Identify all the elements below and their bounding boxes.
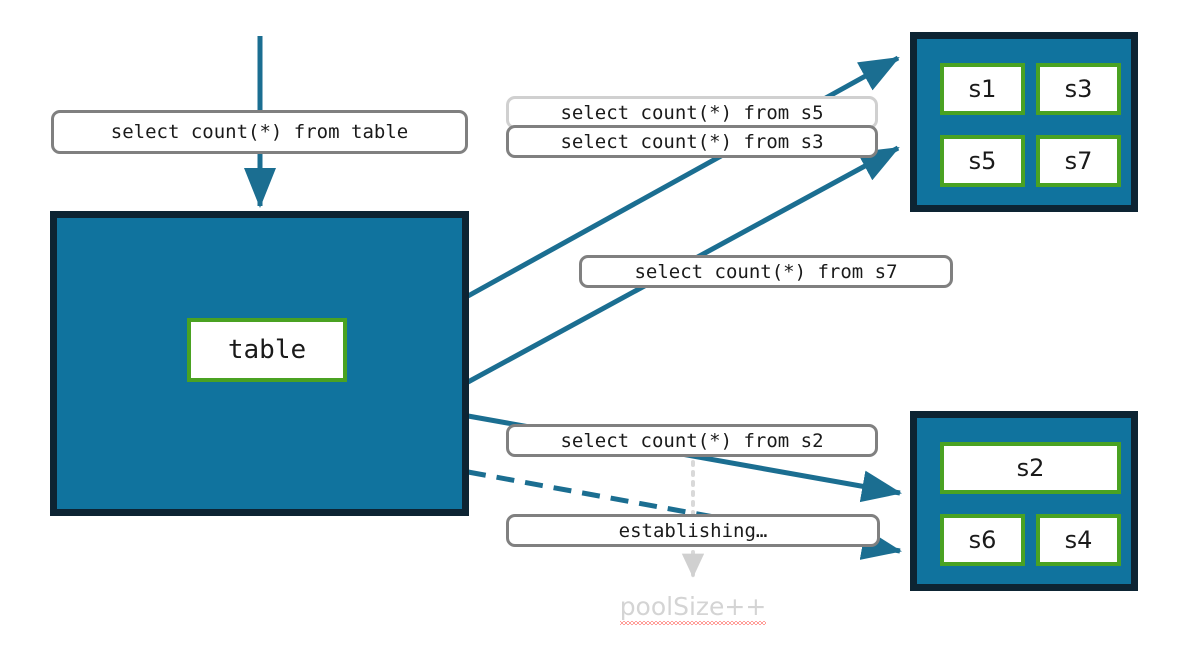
node-table[interactable]: table [187, 318, 347, 382]
annotation-poolsize: poolSize++ [600, 592, 786, 625]
label-table-query[interactable]: select count(*) from table [51, 110, 468, 154]
table-group-container: table [50, 211, 469, 516]
label-s7-query[interactable]: select count(*) from s7 [579, 255, 953, 288]
label-s3-query[interactable]: select count(*) from s3 [506, 125, 878, 158]
node-s3[interactable]: s3 [1036, 63, 1121, 115]
node-s7[interactable]: s7 [1036, 135, 1121, 187]
servers-top-container: s1 s3 s5 s7 [910, 32, 1138, 212]
node-s6[interactable]: s6 [940, 514, 1025, 566]
label-s2-query[interactable]: select count(*) from s2 [506, 424, 878, 457]
node-s5[interactable]: s5 [940, 135, 1025, 187]
node-s2[interactable]: s2 [940, 442, 1121, 494]
node-s4[interactable]: s4 [1036, 514, 1121, 566]
annotation-poolsize-text: poolSize++ [619, 592, 767, 625]
node-s1[interactable]: s1 [940, 63, 1025, 115]
label-establishing[interactable]: establishing… [506, 514, 880, 547]
servers-bottom-container: s2 s6 s4 [910, 411, 1138, 591]
